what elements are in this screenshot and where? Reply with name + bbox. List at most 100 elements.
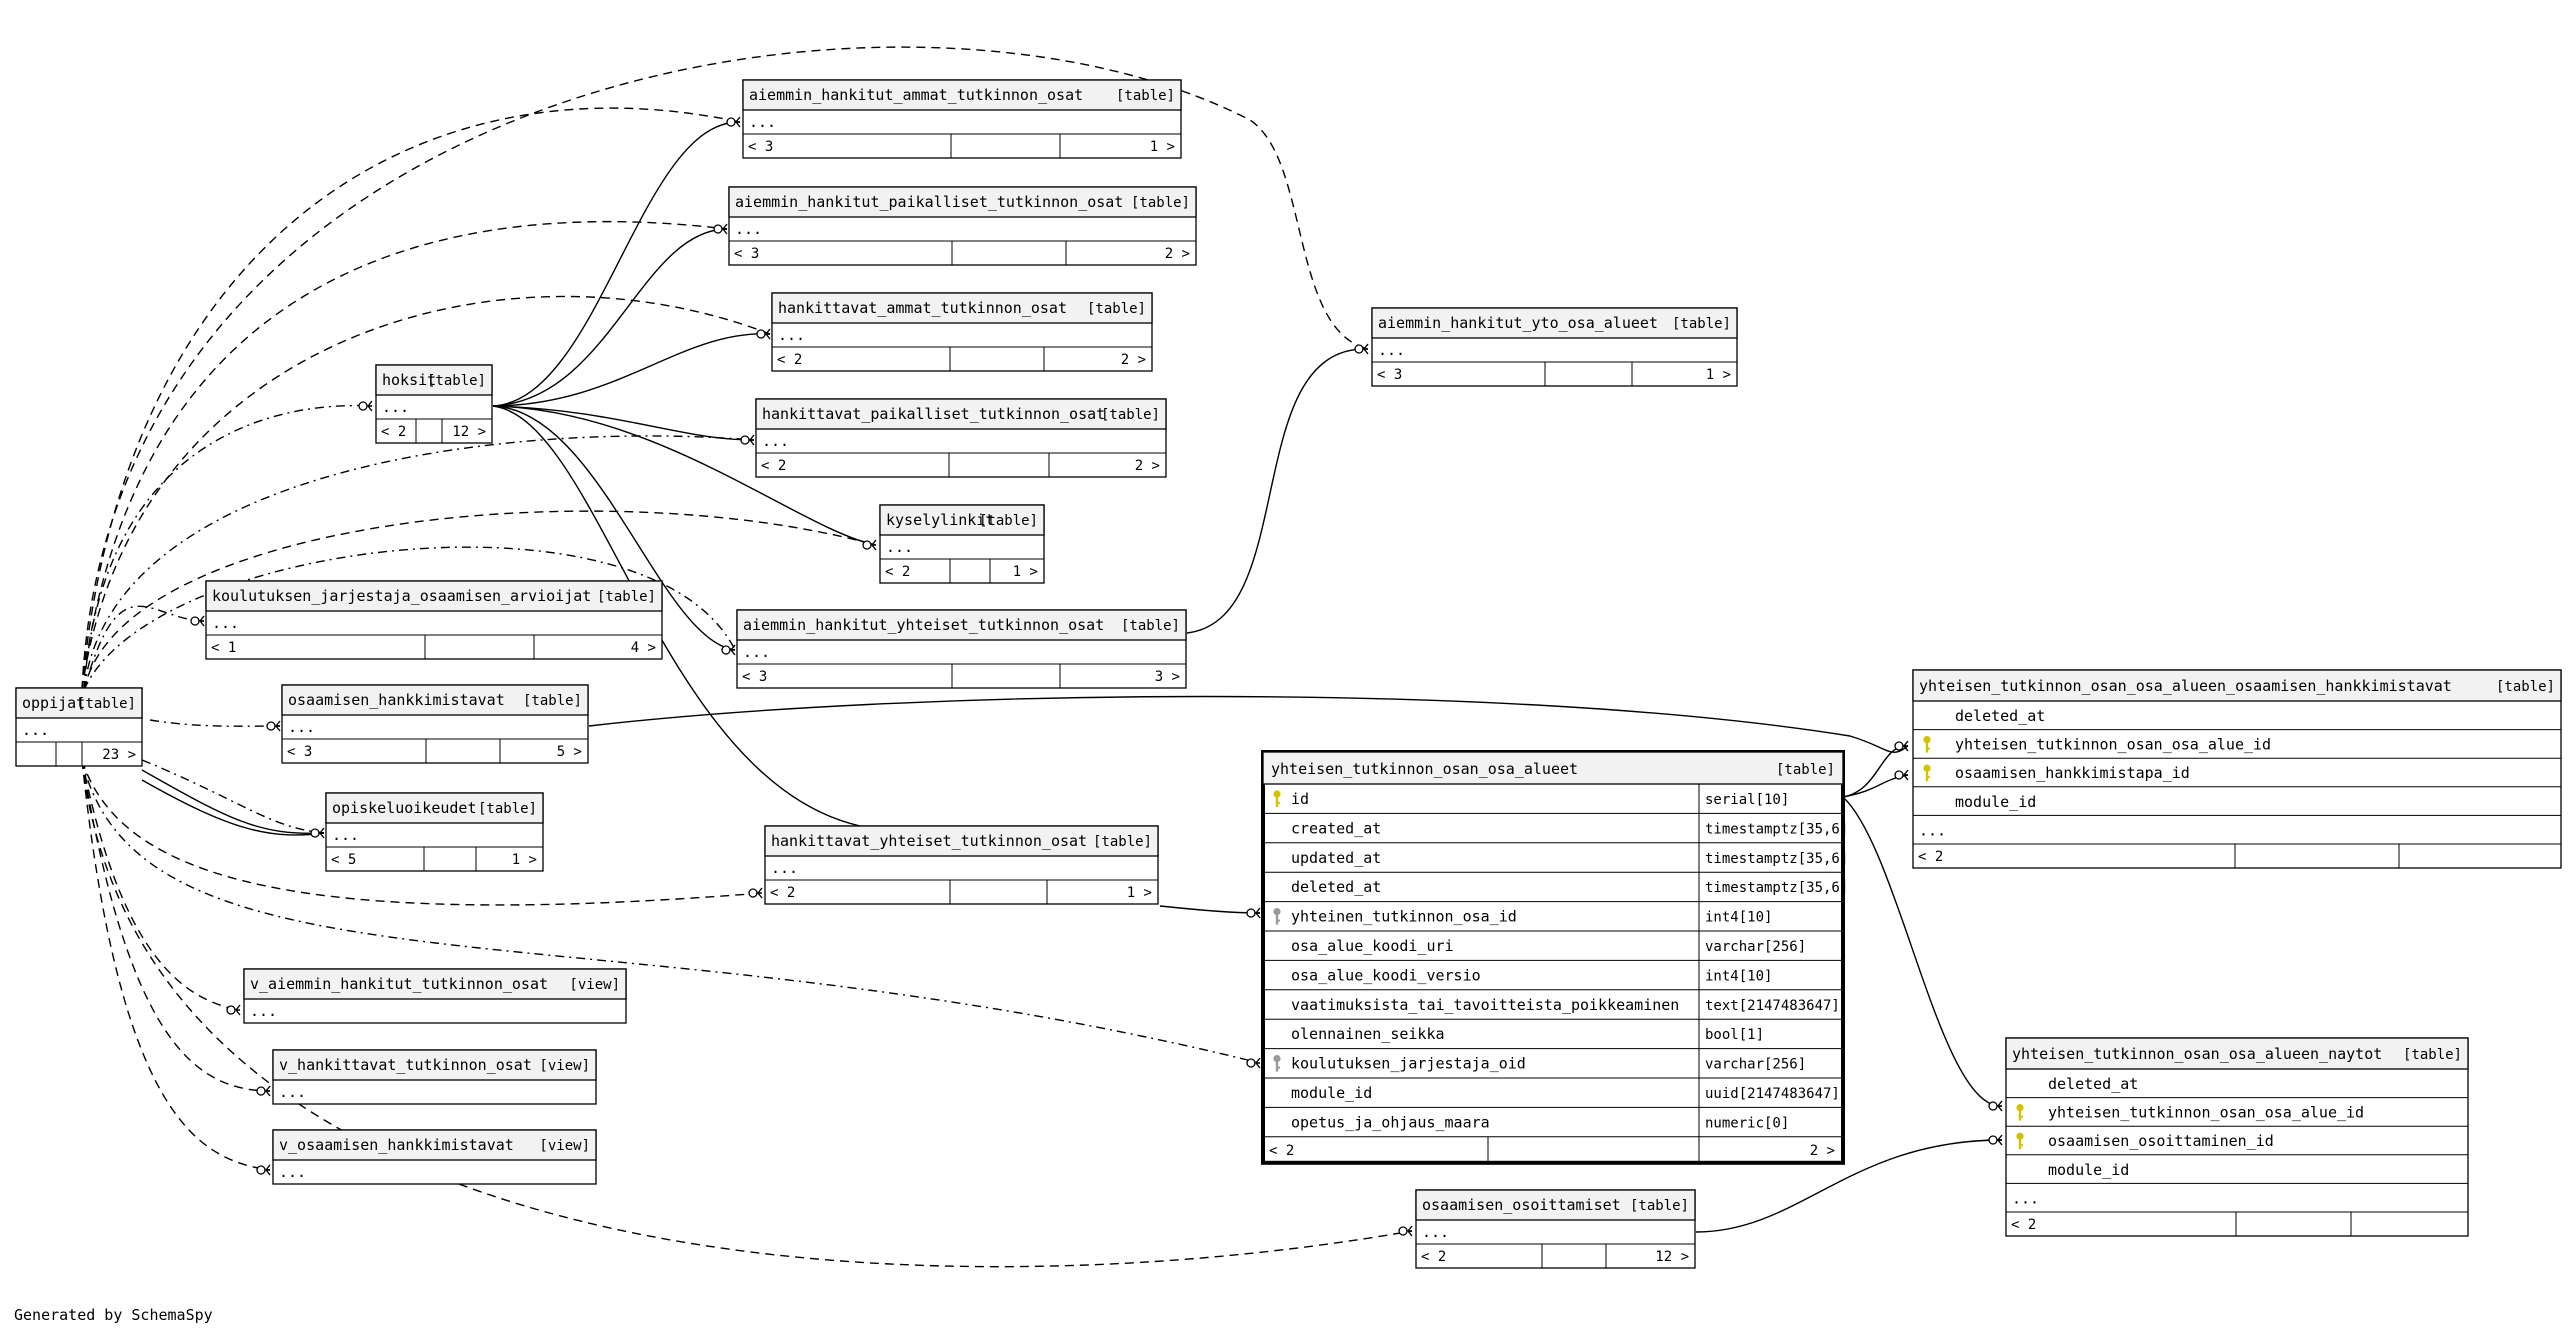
crows-foot-marker (1354, 343, 1369, 355)
nav-children: 1 > (1706, 367, 1731, 383)
relationship-line (492, 405, 755, 441)
table-v_osaamisen_hankkimistavat[interactable]: v_osaamisen_hankkimistavat[view]... (272, 1129, 597, 1185)
column-ellipsis: ... (886, 538, 913, 556)
foreign-key-icon (1273, 908, 1281, 925)
table-aiemmin_hankitut_yhteiset_tutkinnon_osat[interactable]: aiemmin_hankitut_yhteiset_tutkinnon_osat… (736, 609, 1187, 689)
crows-foot-marker (310, 827, 325, 839)
relationship-line (492, 405, 877, 546)
table-v_hankittavat_tutkinnon_osat[interactable]: v_hankittavat_tutkinnon_osat[view]... (272, 1049, 597, 1105)
table-type-badge: [table] (1093, 834, 1152, 850)
column-name: updated_at (1291, 849, 1381, 867)
table-oppijat[interactable]: oppijat[table]... 23 > (15, 687, 143, 767)
table-type-badge: [table] (427, 373, 486, 389)
column-name: yhteisen_tutkinnon_osan_osa_alue_id (1955, 736, 2271, 754)
primary-key-icon (2016, 1132, 2024, 1150)
table-aiemmin_hankitut_ammat_tutkinnon_osat[interactable]: aiemmin_hankitut_ammat_tutkinnon_osat[ta… (742, 79, 1182, 159)
column-ellipsis: ... (22, 721, 49, 739)
primary-key-icon (1923, 764, 1931, 782)
relationship-line (81, 759, 271, 1171)
column-type: varchar[256] (1705, 1057, 1806, 1073)
table-type-badge: [table] (77, 696, 136, 712)
column-name: module_id (1291, 1084, 1372, 1102)
nav-children: 2 > (1135, 458, 1160, 474)
relationship-line (81, 220, 728, 691)
column-name: module_id (2048, 1161, 2129, 1179)
relationship-line (492, 121, 741, 407)
table-header (1912, 669, 2562, 702)
relationship-line (141, 779, 325, 836)
relationship-line (81, 107, 741, 691)
column-name: deleted_at (1291, 878, 1381, 896)
table-hankittavat_ammat_tutkinnon_osat[interactable]: hankittavat_ammat_tutkinnon_osat[table].… (771, 292, 1153, 372)
table-koulutuksen_jarjestaja_osaamisen_arvioijat[interactable]: koulutuksen_jarjestaja_osaamisen_arvioij… (205, 580, 663, 660)
table-type-badge: [table] (2403, 1047, 2462, 1063)
crows-foot-marker (256, 1085, 271, 1097)
table-name: hankittavat_yhteiset_tutkinnon_osat (771, 832, 1087, 850)
table-hankittavat_yhteiset_tutkinnon_osat[interactable]: hankittavat_yhteiset_tutkinnon_osat [tabl… (764, 825, 1159, 905)
primary-key-icon (2016, 1104, 2024, 1121)
table-v_aiemmin_hankitut_tutkinnon_osat[interactable]: v_aiemmin_hankitut_tutkinnon_osat[view].… (243, 968, 627, 1024)
relationship-line (141, 759, 325, 834)
column-ellipsis: ... (279, 1083, 306, 1101)
table-header (325, 792, 544, 824)
nav-children: 2 > (1165, 246, 1190, 262)
table-type-badge: [table] (979, 513, 1038, 529)
crows-foot-marker (748, 887, 763, 899)
table-yhteisen_tutkinnon_osan_osa_alueet[interactable]: yhteisen_tutkinnon_osan_osa_alueet[table… (1261, 750, 1848, 1165)
relationship-line (83, 404, 373, 691)
table-header (755, 398, 1167, 430)
relationship-line (81, 295, 771, 691)
table-type-badge: [table] (1131, 195, 1190, 211)
table-aiemmin_hankitut_paikalliset_tutkinnon_osat[interactable]: aiemmin_hankitut_paikalliset_tutkinnon_o… (728, 186, 1197, 266)
crows-foot-marker (1398, 1225, 1413, 1237)
column-type: timestamptz[35,6] (1705, 880, 1848, 896)
nav-parents: < 3 (287, 744, 312, 760)
table-name: v_aiemmin_hankitut_tutkinnon_osat (250, 975, 548, 993)
table-name: hankittavat_ammat_tutkinnon_osat (778, 299, 1067, 317)
column-type: text[2147483647] (1705, 998, 1840, 1014)
column-name: ... (1919, 821, 1946, 839)
nav-children: 23 > (102, 747, 136, 763)
nav-parents: < 2 (1918, 849, 1943, 865)
relationship-line (1159, 905, 1261, 914)
crows-foot-marker (1246, 907, 1261, 919)
table-header (1262, 751, 1844, 785)
table-aiemmin_hankitut_yto_osa_alueet[interactable]: aiemmin_hankitut_yto_osa_alueet[table]..… (1371, 307, 1738, 387)
table-header (375, 364, 493, 396)
nav-parents: < 2 (777, 352, 802, 368)
table-header (771, 292, 1153, 324)
table-name: aiemmin_hankitut_yto_osa_alueet (1378, 314, 1658, 332)
nav-children: 2 > (1121, 352, 1146, 368)
nav-parents: < 2 (2011, 1217, 2036, 1233)
table-hankittavat_paikalliset_tutkinnon_osat[interactable]: hankittavat_paikalliset_tutkinnon_osat[t… (755, 398, 1167, 478)
column-type: timestamptz[35,6] (1705, 851, 1848, 867)
column-ellipsis: ... (749, 113, 776, 131)
nav-parents: < 3 (748, 139, 773, 155)
nav-children: 5 > (557, 744, 582, 760)
table-name: oppijat (22, 694, 85, 712)
crows-foot-marker (1894, 769, 1909, 781)
table-yhteisen_tutkinnon_osan_osa_alueen_naytot[interactable]: yhteisen_tutkinnon_osan_osa_alueen_nayto… (2005, 1037, 2469, 1237)
column-type: int4[10] (1705, 910, 1772, 926)
column-name: osaamisen_osoittaminen_id (2048, 1132, 2274, 1150)
column-name: created_at (1291, 819, 1381, 837)
nav-children: 4 > (631, 640, 656, 656)
table-header (742, 79, 1182, 111)
relationship-line (81, 759, 763, 906)
primary-key-icon (1923, 736, 1931, 753)
table-type-badge: [table] (1672, 316, 1731, 332)
nav-children: 1 > (1127, 885, 1152, 901)
table-name: opiskeluoikeudet (332, 799, 477, 817)
crows-foot-marker (713, 223, 728, 235)
table-yhteisen_tutkinnon_osan_osa_alueen_osaamisen_hankkimistavat[interactable]: yhteisen_tutkinnon_osan_osa_alueen_osaam… (1912, 669, 2562, 869)
table-type-badge: [table] (1776, 762, 1835, 778)
column-name: module_id (1955, 793, 2036, 811)
nav-parents: < 3 (1377, 367, 1402, 383)
nav-parents: < 2 (761, 458, 786, 474)
